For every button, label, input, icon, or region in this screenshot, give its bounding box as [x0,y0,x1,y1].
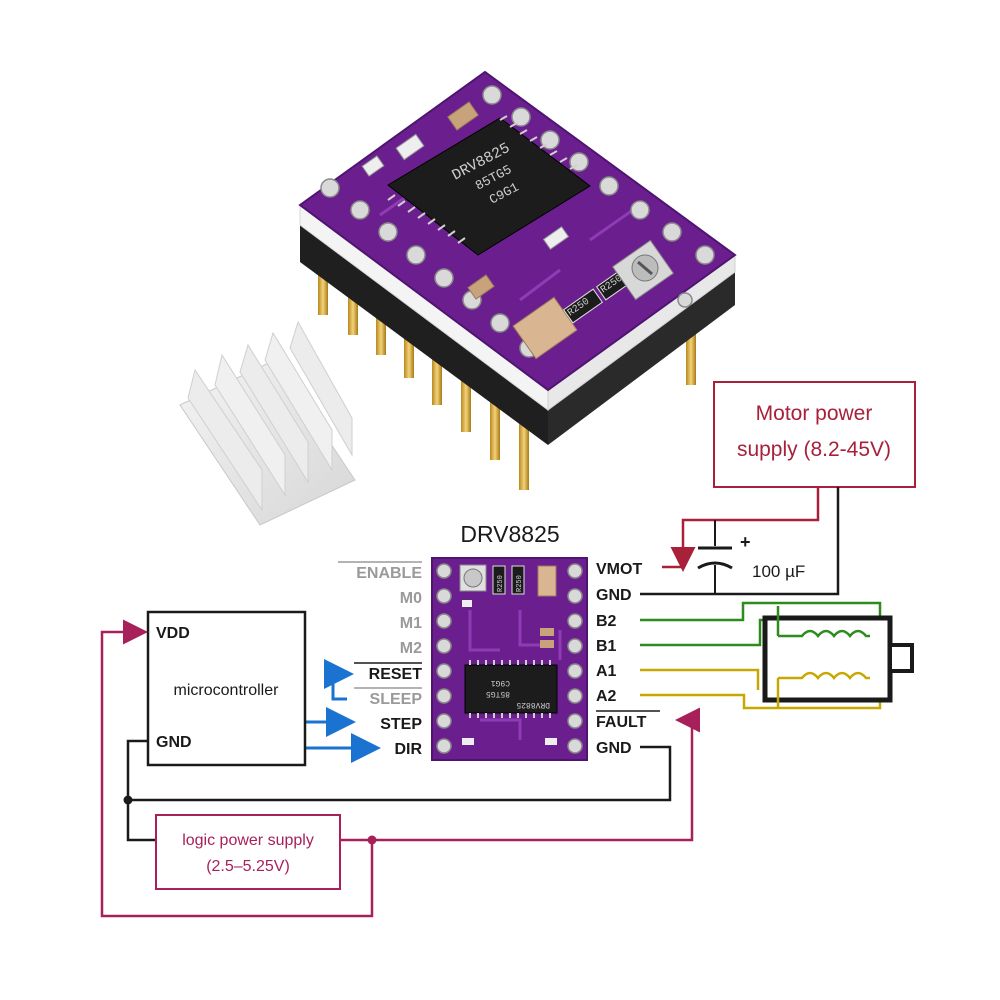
capacitor-value: 100 µF [752,562,805,581]
pin-a2: A2 [596,688,617,705]
pin-enable: ENABLE [356,565,422,582]
pin-m0: M0 [400,590,422,607]
heatsink-photo [179,320,356,526]
driver-chip-line1: DRV8825 [516,700,550,709]
pin-sleep: SLEEP [370,691,423,708]
motor-power-supply: Motor power supply (8.2-45V) [713,381,916,488]
pin-dir: DIR [394,741,422,758]
driver-chip-line2: 85TG5 [486,689,510,698]
header-strip-left [300,225,548,445]
right-pin-labels: VMOT GND B2 B1 A1 A2 FAULT GND [596,561,660,757]
board-pads [320,85,715,358]
coil-b [778,629,870,638]
pin-m2: M2 [400,640,422,657]
pin-a1: A1 [596,663,617,680]
driver-chip-line3: C9G1 [491,678,510,687]
logic-gnd-wire [128,745,672,802]
mcu-vdd-label: VDD [156,625,190,642]
pin-step: STEP [380,716,422,733]
board-photo: DRV8825 85TG5 C9G1 R250 R250 [298,70,737,490]
diagram-title: DRV8825 [460,521,559,547]
potentiometer-photo [611,239,675,301]
capacitor: + 100 µF [697,520,805,594]
logic-supply-line2: (2.5–5.25V) [206,858,290,875]
vmot-wire [670,487,820,572]
driver-pads [436,563,583,754]
pin-gnd-logic: GND [596,740,632,757]
driver-board-top-view: R250 R250 DRV8825 85TG5 C9G1 [431,557,588,761]
pin-reset: RESET [369,666,423,683]
pin-b2: B2 [596,613,617,630]
stepper-motor [762,606,914,708]
pin-gnd-motor: GND [596,587,632,604]
header-pins-front [318,255,696,490]
pin-m1: M1 [400,615,422,632]
reset-sleep-loop [324,659,354,701]
driver-chip: DRV8825 85TG5 C9G1 [464,660,558,718]
fault-wire [372,707,700,842]
logic-supply-line1: logic power supply [182,832,314,849]
motor-supply-line2: supply (8.2-45V) [737,438,891,461]
vdd-wire [100,619,374,918]
logic-power-supply: logic power supply (2.5–5.25V) [155,814,341,890]
mcu-gnd-label: GND [156,734,192,751]
motor-gnd-wire [640,487,840,596]
mcu-name: microcontroller [174,682,280,699]
pin-b1: B1 [596,638,617,655]
driver-resistor-label-1: R250 [497,575,505,592]
pin-fault: FAULT [596,714,647,731]
capacitor-polarity: + [740,532,751,552]
coil-a [778,671,870,680]
mcu-gnd-wire [126,739,156,842]
microcontroller-box: VDD microcontroller GND [146,610,307,767]
header-strip-right [548,272,735,445]
a1-wire [640,668,760,690]
left-pin-labels: ENABLE M0 M1 M2 RESET SLEEP STEP DIR [338,561,423,758]
driver-chip-photo: DRV8825 85TG5 C9G1 [387,115,591,256]
motor-supply-line1: Motor power [756,402,873,425]
driver-resistor-label-2: R250 [516,575,524,592]
pin-vmot: VMOT [596,561,642,578]
